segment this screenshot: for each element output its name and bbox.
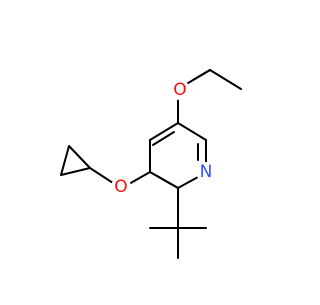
nitrogen-label-background bbox=[196, 162, 216, 182]
oxygen-left-label: O bbox=[114, 177, 127, 197]
nitrogen-label: N bbox=[200, 162, 213, 182]
bond-ring-c6-c5 bbox=[177, 122, 207, 141]
bond-oxygen-cyclopropyl bbox=[89, 167, 114, 184]
molecule-structure: O O N bbox=[60, 69, 242, 259]
structure-canvas: O O N bbox=[60, 69, 242, 259]
bond-ring-c3-c2-double bbox=[156, 175, 179, 189]
oxygen-top-label: O bbox=[173, 80, 186, 100]
bonds bbox=[60, 69, 242, 259]
bond-ring-c5-c4 bbox=[149, 122, 179, 141]
bond-isopropyl-methyl-right bbox=[209, 69, 242, 90]
bond-ring-c2-n1 bbox=[177, 176, 199, 189]
bond-ring-c5-c4-double bbox=[152, 131, 175, 146]
atom-labels: O O N bbox=[111, 80, 216, 197]
bond-cyclopropyl-left bbox=[60, 145, 70, 176]
oxygen-left-label-background bbox=[111, 177, 131, 197]
oxygen-top-label-background bbox=[170, 80, 190, 100]
bond-cyclopropyl-bottom bbox=[60, 167, 91, 176]
bond-isopropyl-oxygen bbox=[192, 69, 211, 81]
bond-cyclopropyl-top bbox=[68, 145, 91, 169]
bond-ring-c3-oxygen bbox=[128, 171, 151, 185]
